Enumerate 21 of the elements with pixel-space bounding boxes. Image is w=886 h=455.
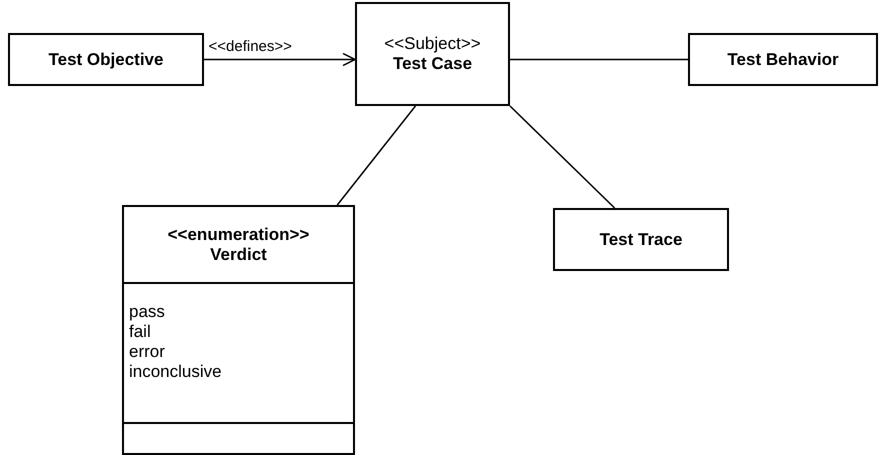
class-name: Test Objective (48, 50, 164, 70)
arrow (204, 52, 356, 66)
class-box (688, 33, 878, 86)
class-box (8, 33, 204, 86)
association-line (509, 105, 616, 209)
class-name: Test Trace (600, 230, 682, 250)
class-name: Test Behavior (727, 50, 839, 70)
class-name: Test Case (392, 54, 472, 74)
edge-label: <<defines>> (208, 38, 293, 54)
association-line (510, 58, 688, 60)
class-box (355, 2, 510, 106)
enumeration-class-box (122, 205, 355, 455)
stereotype-label: <<enumeration>> (168, 224, 310, 244)
enum-literal: error (129, 342, 165, 362)
class-name: Verdict (210, 244, 267, 264)
enum-literal: inconclusive (129, 362, 222, 382)
stereotype-label: <<Subject>> (384, 34, 481, 54)
class-box (553, 208, 729, 271)
association-line (336, 106, 416, 206)
enum-literal: fail (129, 322, 151, 342)
enum-literal: pass (129, 302, 165, 322)
